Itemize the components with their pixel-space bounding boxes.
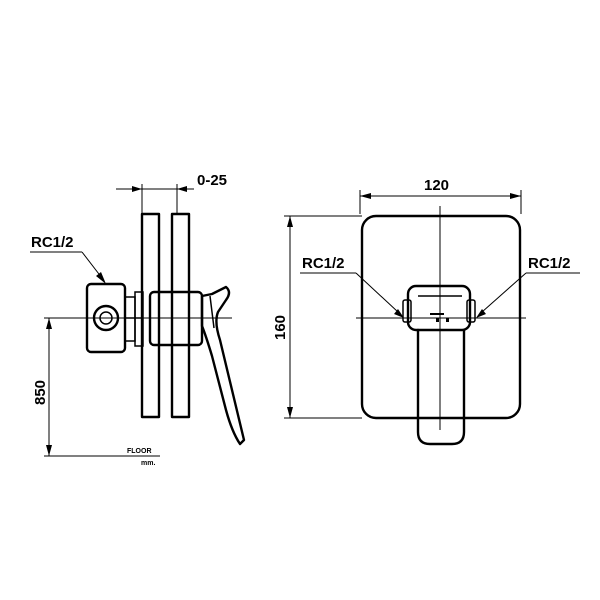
floor-line: FLOOR mm. <box>44 448 160 467</box>
side-port-label: RC1/2 <box>31 234 74 251</box>
dim-850-label: 850 <box>32 380 49 405</box>
side-view: 0-25 RC1/2 <box>30 172 246 467</box>
dim-120-label: 120 <box>424 177 449 194</box>
lever-handle <box>200 285 246 446</box>
front-port-callout-right: RC1/2 <box>476 255 580 318</box>
dim-160: 160 <box>272 215 362 419</box>
cover-plate <box>170 212 191 419</box>
front-view: 120 160 <box>272 177 580 446</box>
dim-850: 850 <box>32 318 52 456</box>
dim-0-25: 0-25 <box>116 172 227 214</box>
front-port-callout-left: RC1/2 <box>300 255 404 318</box>
front-cover-plate <box>360 214 522 420</box>
dim-0-25-label: 0-25 <box>197 172 227 189</box>
front-port-label-left: RC1/2 <box>302 255 345 272</box>
dim-120: 120 <box>359 177 522 214</box>
floor-unit-label: mm. <box>141 460 155 467</box>
front-port-label-right: RC1/2 <box>528 255 571 272</box>
front-handle <box>402 284 476 446</box>
dim-160-label: 160 <box>272 315 289 340</box>
side-port-callout: RC1/2 <box>30 234 106 284</box>
floor-label: FLOOR <box>127 448 152 455</box>
